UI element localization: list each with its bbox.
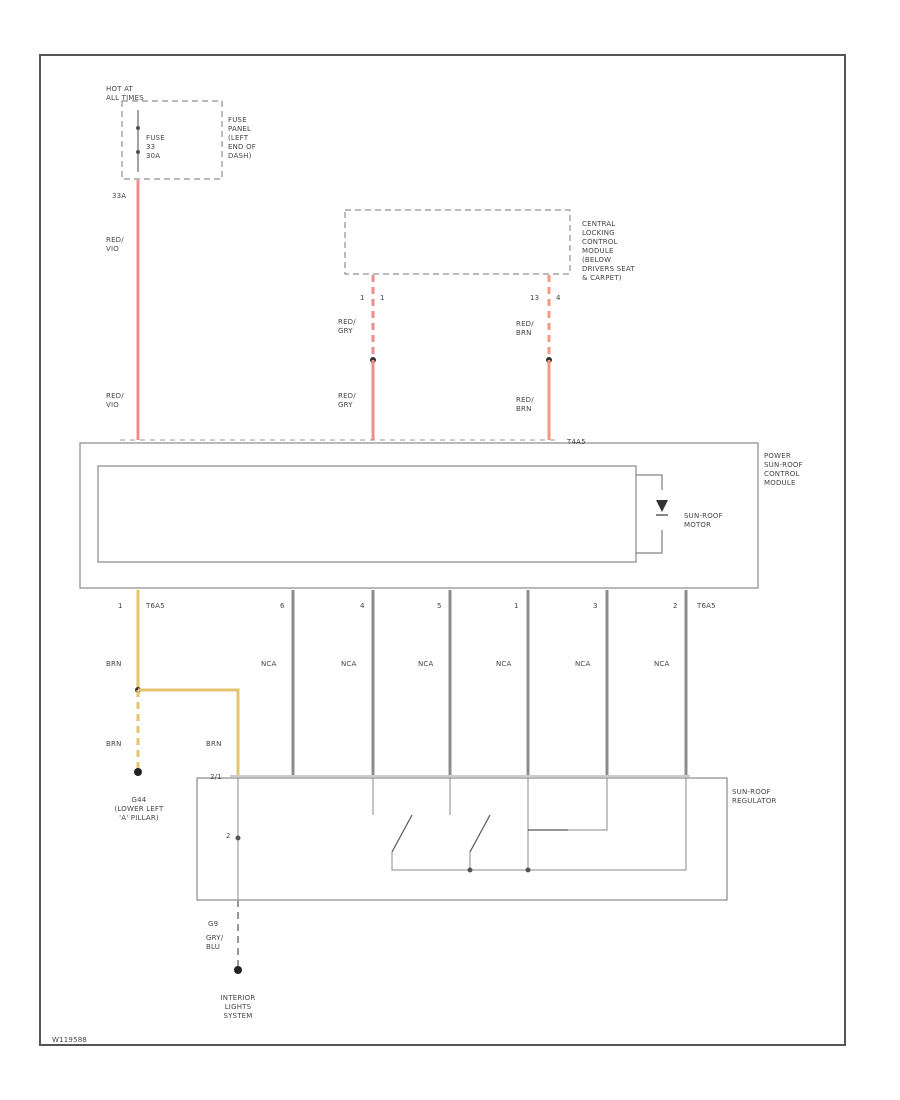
bottom-pin-4: 4 [360, 602, 365, 610]
lights-connector [234, 966, 242, 974]
bottom-pin-1: 1 [118, 602, 123, 610]
reg-node-1 [235, 835, 241, 841]
fuse-panel-label: FUSE PANEL (LEFT END OF DASH) [228, 116, 257, 160]
reg-lead-d [568, 778, 608, 831]
ground-wire-left-label: BRN [106, 740, 122, 748]
sunroof-regulator-box [196, 777, 728, 901]
wire-nca-label-5: NCA [575, 660, 591, 668]
wire-nca-label-4: NCA [496, 660, 512, 668]
wire-nca-label-2: NCA [341, 660, 357, 668]
fuse-terminal-top [136, 126, 140, 130]
power-sunroof-module-box [79, 442, 759, 589]
ground-point [134, 768, 142, 776]
reg-pin-top: 2/1 [210, 773, 222, 781]
cm-pin-b: 13 [530, 294, 540, 302]
bottom-pin-1b: 1 [514, 602, 519, 610]
bottom-pin-6: 6 [280, 602, 285, 610]
wire-nca-label-6: NCA [654, 660, 670, 668]
wire-nca-label-1: NCA [261, 660, 277, 668]
wire-b-top-label: RED/ BRN [516, 320, 534, 337]
fuse-panel-box [121, 100, 223, 180]
wire-b-bottom-label: RED/ BRN [516, 396, 534, 413]
wire-brn-label: BRN [106, 660, 122, 668]
bottom-connector-left: T6A5 [146, 602, 165, 610]
bottom-pin-2: 2 [673, 602, 678, 610]
diagram-id: W119588 [52, 1036, 88, 1044]
bottom-connector-right: T6A5 [697, 602, 716, 610]
central-locking-module-box [344, 209, 571, 275]
cm-pin-a: 1 [360, 294, 365, 302]
wire-a-bottom-label: RED/ GRY [338, 392, 356, 409]
regulator-label: SUN-ROOF REGULATOR [732, 788, 777, 805]
reg-pin-mid: 2 [226, 832, 231, 840]
motor-lead [636, 474, 663, 490]
wire-nca-label-3: NCA [418, 660, 434, 668]
lights-wire-label: GRY/ BLU [206, 934, 224, 951]
interior-lights-label: INTERIOR LIGHTS SYSTEM [220, 994, 256, 1020]
reg-bottom-bus [391, 778, 687, 871]
ground-label: G44 (LOWER LEFT 'A' PILLAR) [114, 796, 164, 822]
cm-pin-b2: 4 [556, 294, 561, 302]
wire-a-top-label: RED/ GRY [338, 318, 356, 335]
fuse-label: FUSE 33 30A [146, 134, 165, 160]
cm-pin-a2: 1 [380, 294, 385, 302]
switch-2 [469, 814, 491, 853]
bottom-pin-5: 5 [437, 602, 442, 610]
fuse-terminal-bottom [136, 150, 140, 154]
ground-wire-right-label: BRN [206, 740, 222, 748]
bottom-pin-3: 3 [593, 602, 598, 610]
fuse-pin-label: 33A [112, 192, 127, 200]
switch-1 [391, 814, 413, 853]
diagram-border [39, 54, 846, 1046]
reg-node-3 [525, 867, 531, 873]
motor-label: SUN-ROOF MOTOR [684, 512, 723, 529]
connector-top-label: T4A5 [567, 438, 586, 446]
power-module-label: POWER SUN-ROOF CONTROL MODULE [764, 452, 803, 487]
feed-wire-label-bottom: RED/ VIO [106, 392, 124, 409]
lights-pin-label: G9 [208, 920, 219, 928]
central-module-label: CENTRAL LOCKING CONTROL MODULE (BELOW DR… [582, 220, 635, 282]
motor-lead-return [636, 530, 663, 554]
wire-brn-branch [138, 688, 240, 775]
hot-at-label: HOT AT ALL TIMES [106, 85, 144, 102]
reg-node-2 [467, 867, 473, 873]
feed-wire-label-top: RED/ VIO [106, 236, 124, 253]
sunroof-motor-icon [656, 500, 668, 512]
module-inner-box [97, 465, 637, 563]
